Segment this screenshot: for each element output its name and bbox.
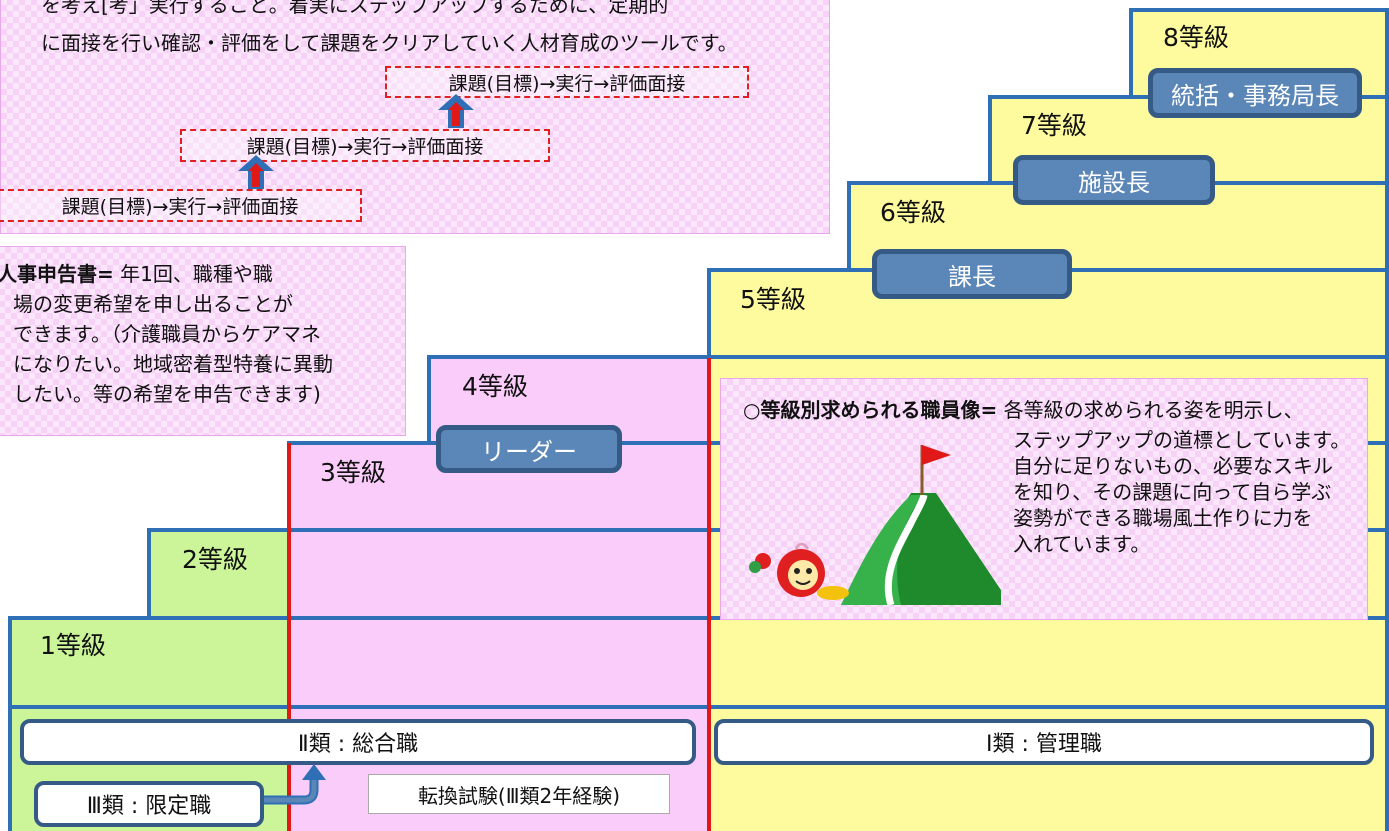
self-report-heading: 人事申告書= [0,262,114,286]
bend-arrow-icon [264,764,326,805]
intro-panel: を考え[考」実行すること。着実にステップアップするために、定期的 に面接を行い確… [0,0,830,234]
region-pink-3 [289,443,709,831]
grade-1-label: 1等級 [40,631,106,660]
cycle-box-middle: 課題(目標)→実行→評価面接 [180,129,550,162]
class-3-limited-bar: Ⅲ類 : 限定職 [34,781,264,827]
grade-2-label: 2等級 [182,545,248,574]
role-leader: リーダー [436,425,622,473]
self-report-line: になりたい。地域密着型特養に異動 [13,352,333,376]
class-1-management-bar: Ⅰ類 : 管理職 [714,719,1374,765]
self-report-line: したい。等の希望を申告できます) [13,382,321,406]
class-2-general-bar: Ⅱ類 : 総合職 [20,719,696,765]
staff-image-line: ステップアップの道標としています。 [1013,428,1351,452]
staff-image-line: 入れています。 [1013,532,1151,556]
grade-7-label: 7等級 [1021,111,1087,140]
mountain-flag-illustration [749,445,1001,607]
grade-8-label: 8等級 [1163,23,1229,52]
divider-general-management [707,358,711,831]
role-facility-director: 施設長 [1013,155,1215,205]
up-arrow-icon [238,155,274,189]
grade-6-label: 6等級 [880,198,946,227]
up-arrow-icon [438,94,474,128]
conversion-exam-label: 転換試験(Ⅲ類2年経験) [368,774,670,814]
staff-image-line: 自分に足りないもの、必要なスキル [1013,454,1333,478]
cycle-box-bottom: 課題(目標)→実行→評価面接 [0,189,362,222]
self-report-line: 年1回、職種や職 [113,262,273,286]
staff-image-heading: ○等級別求められる職員像= [743,398,998,422]
grade-3-label: 3等級 [320,458,386,487]
self-report-panel: 人事申告書= 年1回、職種や職 場の変更希望を申し出ることが できます。（介護職… [0,246,406,436]
self-report-line: 場の変更希望を申し出ることが [13,292,293,316]
divider-limited-general [287,443,291,831]
region-row1 [8,618,1389,708]
self-report-line: できます。（介護職員からケアマネ [13,322,321,346]
grade-5-label: 5等級 [740,285,806,314]
grade-4-label: 4等級 [462,372,528,401]
region-green-2 [149,530,289,620]
cycle-box-top: 課題(目標)→実行→評価面接 [385,66,749,98]
intro-line-2: に面接を行い確認・評価をして課題をクリアしていく人材育成のツールです。 [41,31,738,55]
staff-image-panel: ○等級別求められる職員像= 各等級の求められる姿を明示し、 ステップアップの道標… [720,378,1368,620]
staff-image-line: 姿勢ができる職場風土作りに力を [1013,506,1313,530]
intro-line-1: を考え[考」実行すること。着実にステップアップするために、定期的 [41,0,669,17]
role-general-director: 統括・事務局長 [1148,68,1362,118]
staff-image-line: 各等級の求められる姿を明示し、 [997,398,1304,422]
role-section-chief: 課長 [872,249,1072,299]
staff-image-line: を知り、その課題に向って自ら学ぶ [1013,480,1332,504]
